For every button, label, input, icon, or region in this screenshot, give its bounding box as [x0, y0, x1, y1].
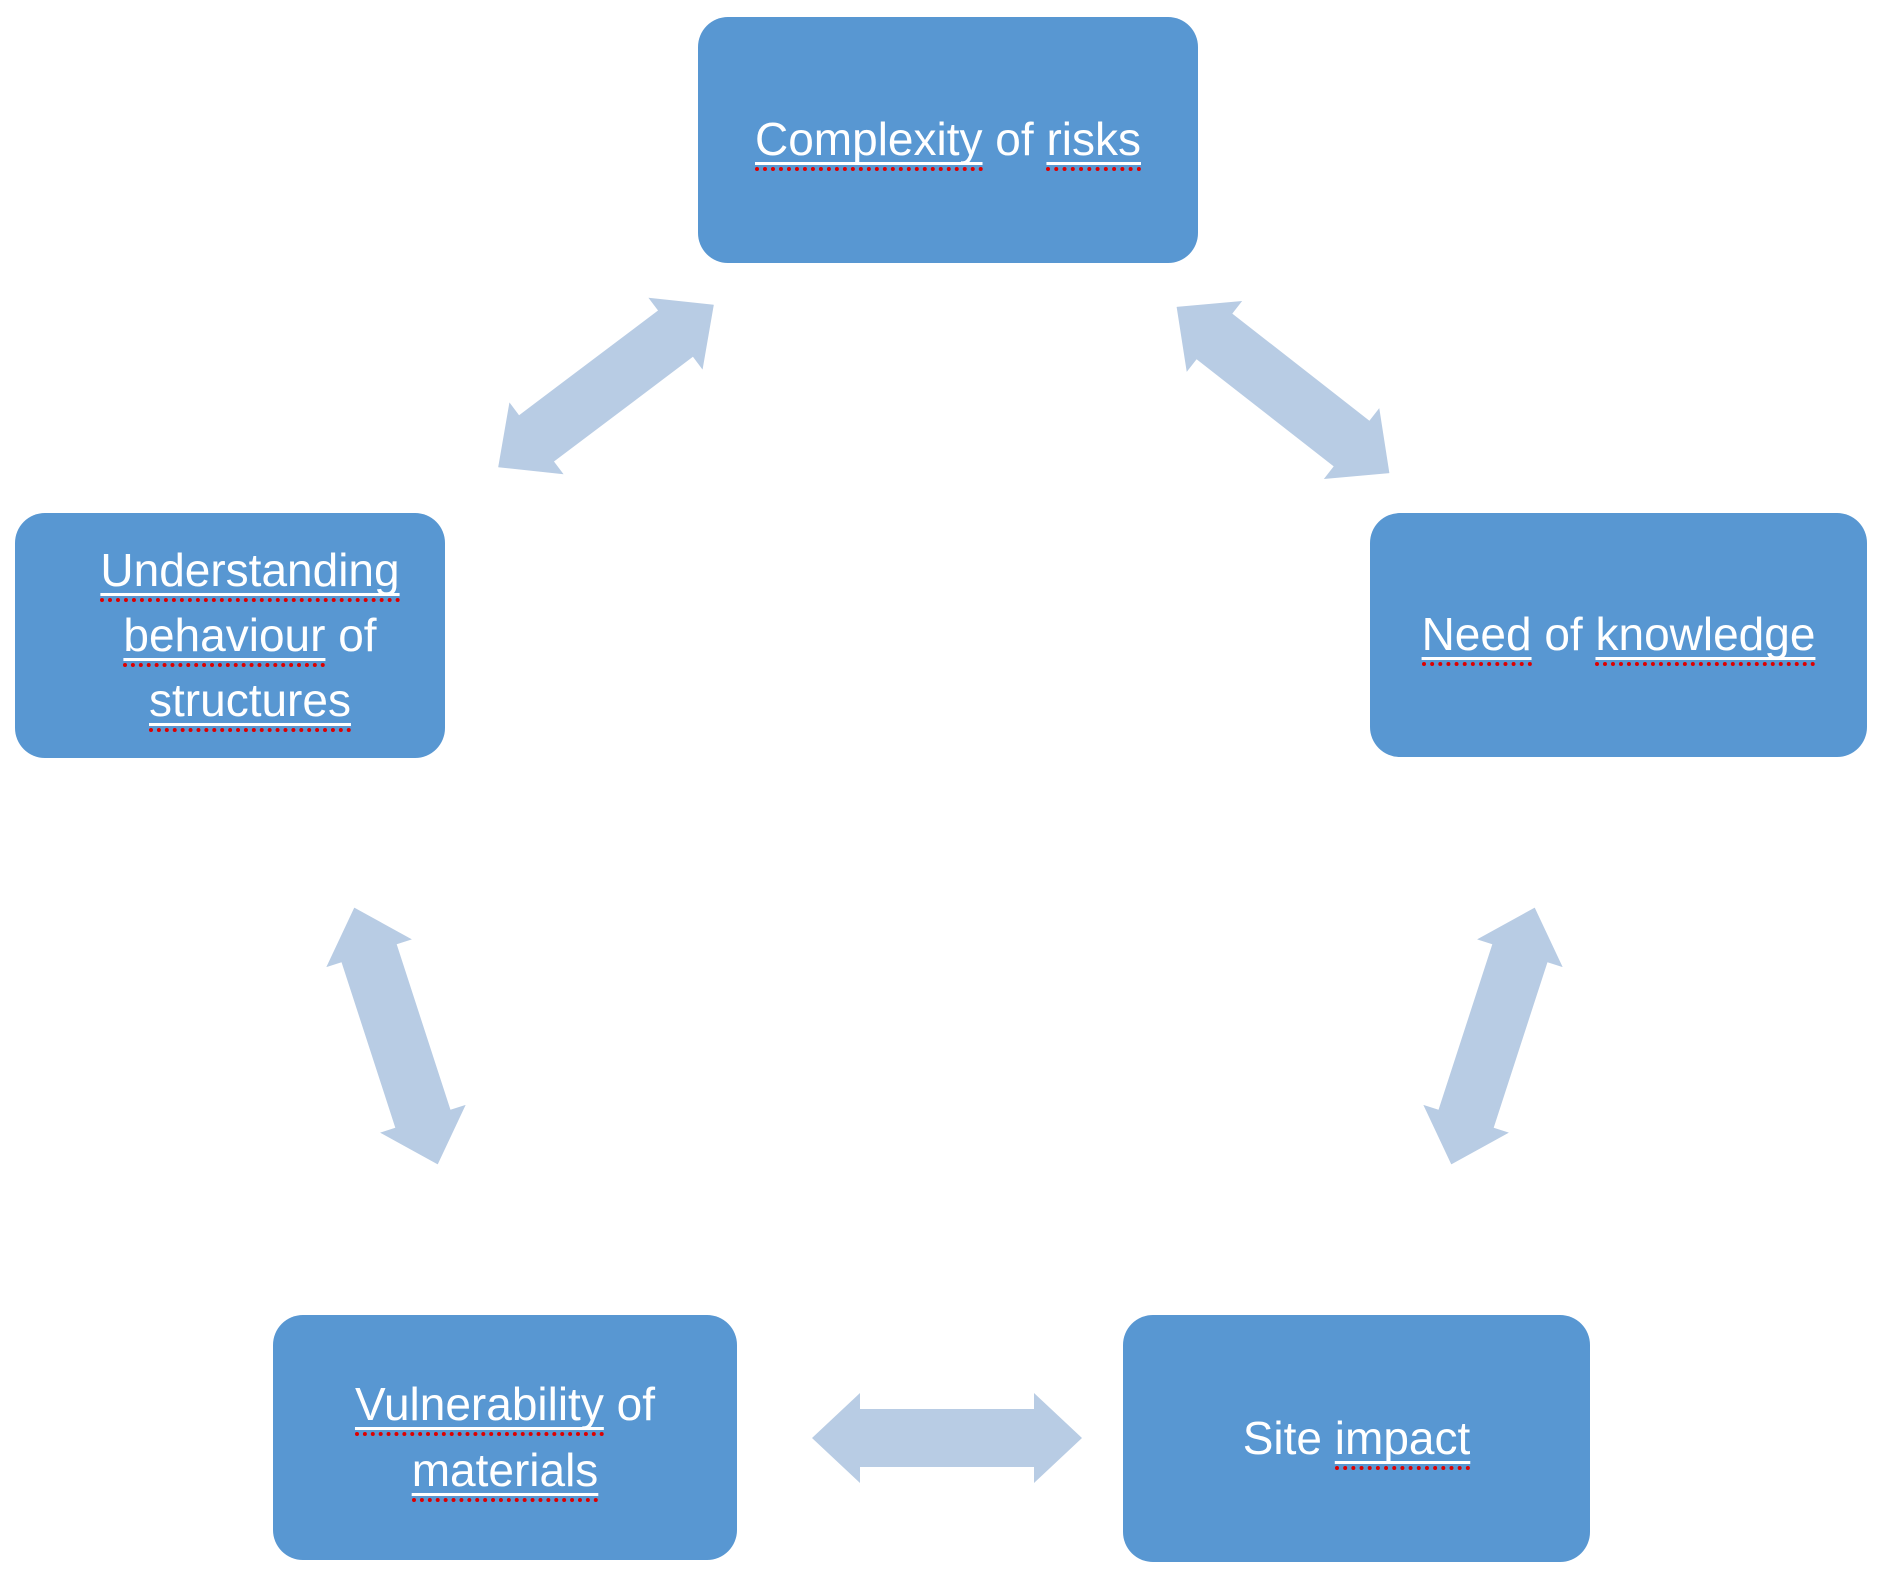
node-site-impact[interactable]: Site impact: [1123, 1315, 1590, 1562]
double-arrow-complexity-knowledge-icon[interactable]: [1149, 271, 1417, 508]
node-label: Complexity of risks: [735, 107, 1161, 172]
double-arrow-knowledge-siteimpact-icon[interactable]: [1408, 894, 1577, 1179]
node-vulnerability-of-materials[interactable]: Vulnerability of materials: [273, 1315, 737, 1560]
node-complexity-of-risks[interactable]: Complexity of risks: [698, 17, 1198, 263]
node-label: Need of knowledge: [1402, 602, 1836, 667]
node-label: Site impact: [1223, 1406, 1491, 1471]
node-need-of-knowledge[interactable]: Need of knowledge: [1370, 513, 1867, 757]
node-understanding-behaviour-of-structures[interactable]: Understanding behaviour of structures: [15, 513, 445, 758]
node-label: Vulnerability of materials: [273, 1372, 737, 1503]
double-arrow-vulnerability-siteimpact-icon[interactable]: [812, 1393, 1082, 1483]
double-arrow-understanding-vulnerability-icon[interactable]: [311, 894, 480, 1179]
node-label: Understanding behaviour of structures: [15, 538, 445, 734]
double-arrow-complexity-understanding-icon[interactable]: [471, 269, 741, 503]
